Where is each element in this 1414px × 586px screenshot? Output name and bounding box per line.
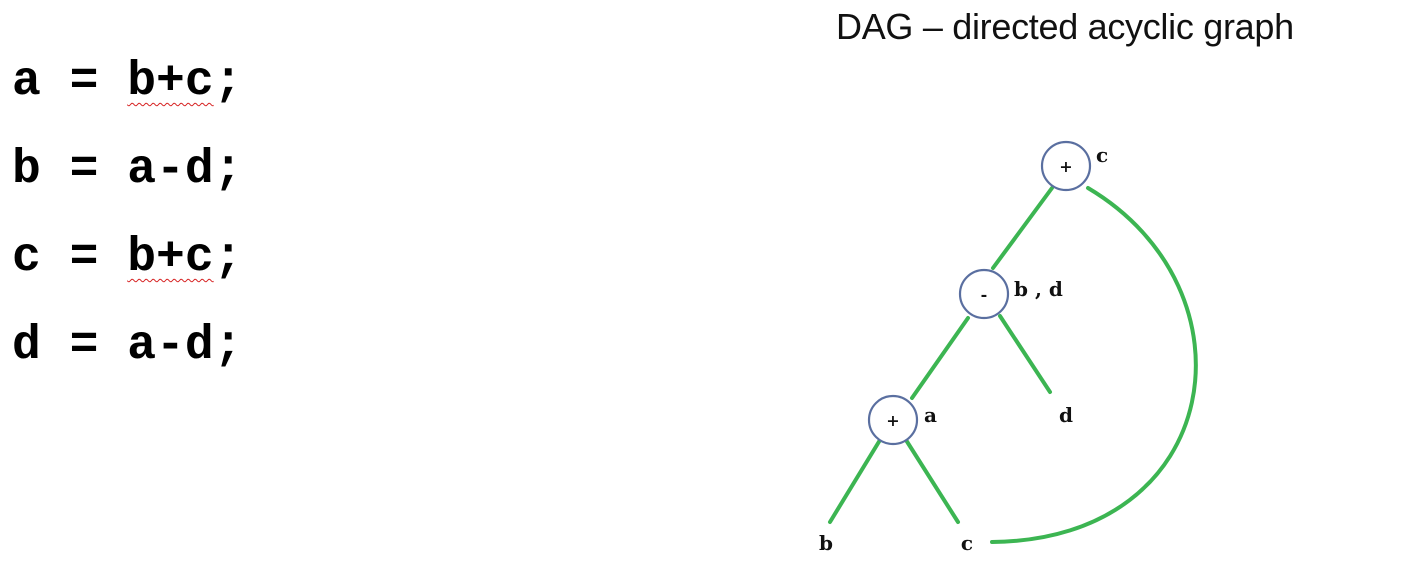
dag-node-label: b , d xyxy=(1014,277,1063,301)
dag-leaf-label: c xyxy=(961,531,973,555)
code-text: a = xyxy=(12,55,128,109)
dag-edge xyxy=(998,314,1052,394)
dag-edge xyxy=(910,316,970,400)
dag-node-circle xyxy=(1040,140,1092,192)
dag-edge xyxy=(990,186,1198,544)
page-title: DAG – directed acyclic graph xyxy=(836,6,1294,47)
spellcheck-underlined-text: b+c xyxy=(127,55,214,109)
code-text: b = a-d; xyxy=(12,143,243,197)
code-line-2: b = a-d; xyxy=(12,126,242,214)
code-text: ; xyxy=(213,55,243,109)
dag-node-label: a xyxy=(924,403,937,427)
code-line-4: d = a-d; xyxy=(12,302,242,390)
dag-node-label: c xyxy=(1096,143,1108,167)
code-text: c = xyxy=(12,231,128,285)
code-block: a = b+c; b = a-d; c = b+c; d = a-d; xyxy=(12,38,242,390)
dag-node-circle xyxy=(867,394,919,446)
dag-edge xyxy=(991,186,1054,270)
code-line-3: c = b+c; xyxy=(12,214,242,302)
dag-leaf-label: b xyxy=(819,531,833,555)
spellcheck-underlined-text: b+c xyxy=(127,231,214,285)
dag-edge xyxy=(828,438,882,524)
dag-node-operator: + xyxy=(886,411,899,430)
dag-node-operator: + xyxy=(1059,157,1072,176)
code-line-1: a = b+c; xyxy=(12,38,242,126)
dag-edge xyxy=(904,438,960,524)
code-text: ; xyxy=(213,231,243,285)
code-text: d = a-d; xyxy=(12,319,243,373)
dag-node-operator: - xyxy=(981,285,988,304)
dag-leaf-label: d xyxy=(1059,403,1073,427)
dag-node-circle xyxy=(958,268,1010,320)
